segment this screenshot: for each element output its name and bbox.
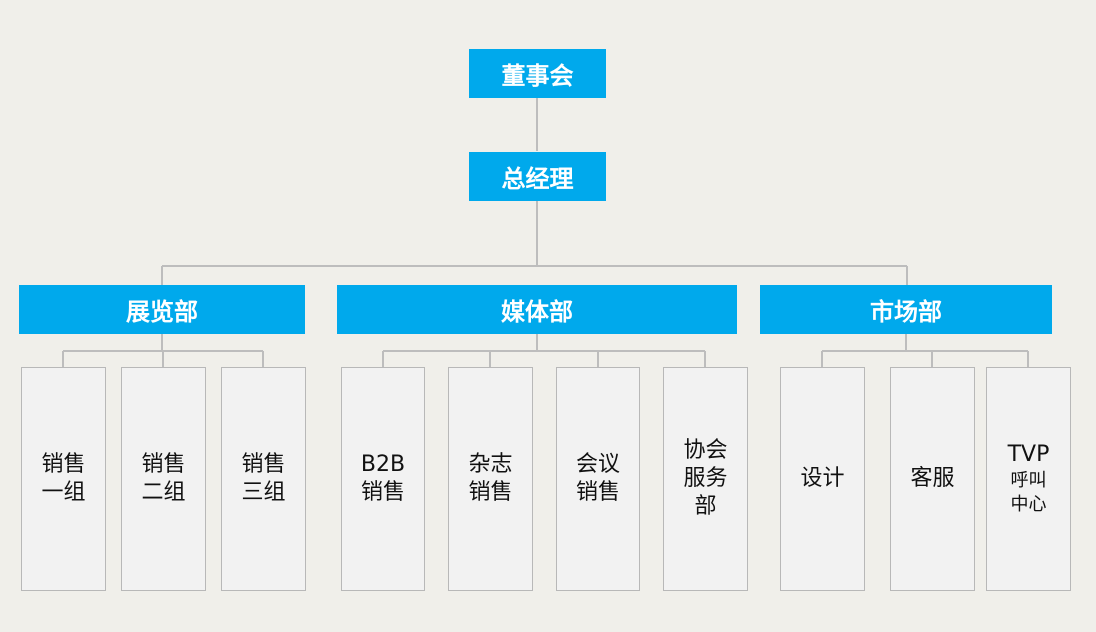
team-label-line: 销售 <box>141 452 186 477</box>
team-node: 销售 一组 <box>21 367 106 591</box>
team-label-line: 销售 <box>575 480 620 505</box>
team-label-line: 设计 <box>800 466 845 491</box>
team-label-line: 协会 <box>683 438 728 463</box>
team-label-line: 部 <box>694 494 717 519</box>
team-label-line: 二组 <box>141 480 186 505</box>
team-label-line: 客服 <box>910 466 955 491</box>
team-label-line: 销售 <box>360 480 405 505</box>
team-node: 协会 服务 部 <box>663 367 748 591</box>
team-label-line: 销售 <box>241 452 286 477</box>
team-label-line: B2B <box>360 452 406 477</box>
gm-label: 总经理 <box>501 165 574 193</box>
team-label-line: 三组 <box>241 480 286 505</box>
team-label-line: 销售 <box>41 452 86 477</box>
team-node: B2B 销售 <box>341 367 425 591</box>
team-label-line: 服务 <box>683 466 728 491</box>
team-node: 销售 二组 <box>121 367 206 591</box>
team-label-line: 一组 <box>41 480 86 505</box>
team-label-line: 中心 <box>1010 494 1047 515</box>
dept-media-node: 媒体部 <box>337 285 737 334</box>
dept-label: 市场部 <box>870 298 942 326</box>
dept-exhibition-node: 展览部 <box>19 285 305 334</box>
gm-node: 总经理 <box>469 152 606 201</box>
board-label: 董事会 <box>501 62 574 90</box>
team-node: 客服 <box>890 367 975 591</box>
team-label-line: 呼叫 <box>1010 470 1047 491</box>
dept-marketing-node: 市场部 <box>760 285 1052 334</box>
team-node: 杂志 销售 <box>448 367 533 591</box>
team-node: 会议 销售 <box>556 367 640 591</box>
team-label-line: 销售 <box>468 480 513 505</box>
dept-label: 媒体部 <box>501 298 573 326</box>
dept-label: 展览部 <box>126 298 198 326</box>
team-label-line: 杂志 <box>468 452 513 477</box>
board-node: 董事会 <box>469 49 606 98</box>
team-label-line: TVP <box>1007 442 1050 467</box>
team-node: 销售 三组 <box>221 367 306 591</box>
team-label-line: 会议 <box>575 452 620 477</box>
team-node: 设计 <box>780 367 865 591</box>
team-node: TVP 呼叫 中心 <box>986 367 1071 591</box>
